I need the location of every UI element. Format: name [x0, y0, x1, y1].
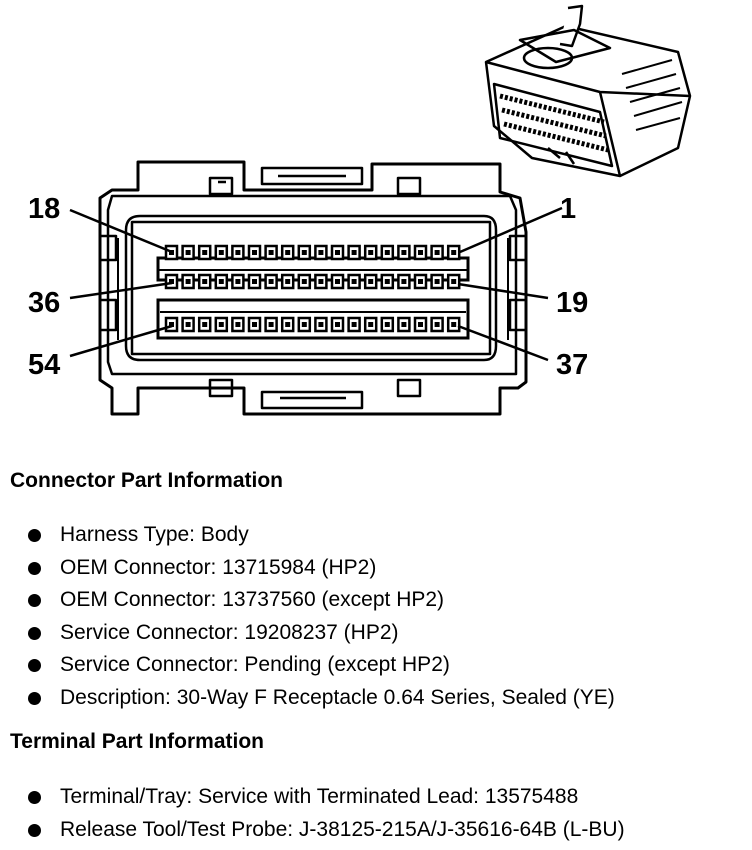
- terminal-pin: [235, 322, 241, 327]
- bullet-icon: [28, 791, 41, 804]
- connector-face-diagram: 18 1 36 19 54 37: [28, 4, 692, 416]
- list-item-text: OEM Connector: 13737560 (except HP2): [60, 588, 445, 611]
- terminal-pin: [218, 250, 224, 255]
- pin-label-19: 19: [556, 287, 588, 319]
- list-item-text: OEM Connector: 13715984 (HP2): [60, 555, 377, 579]
- terminal-pin: [185, 322, 191, 327]
- bullet-icon: [28, 594, 41, 607]
- bullet-icon: [28, 561, 41, 575]
- list-item: Description: 30-Way F Receptacle 0.64 Se…: [28, 682, 615, 715]
- terminal-pin: [418, 279, 423, 284]
- terminal-pin: [202, 250, 208, 255]
- pin-label-1: 1: [560, 193, 576, 225]
- terminal-pin: [335, 322, 340, 327]
- terminal-pin: [418, 250, 423, 255]
- terminal-pin: [335, 250, 340, 255]
- terminal-pin: [285, 322, 291, 327]
- terminal-pin: [202, 322, 208, 327]
- terminal-pin: [185, 250, 191, 255]
- cavity-row-37-54: [164, 316, 461, 333]
- list-item: Terminal/Tray: Service with Terminated L…: [28, 781, 625, 814]
- terminal-pin: [252, 279, 257, 284]
- terminal-pin: [401, 322, 407, 327]
- terminal-part-heading: Terminal Part Information: [10, 730, 264, 753]
- pin-label-37: 37: [556, 349, 588, 381]
- terminal-pin: [368, 279, 374, 284]
- pin-label-18: 18: [28, 193, 60, 225]
- terminal-pin: [301, 322, 307, 327]
- list-item-text: Service Connector: Pending (except HP2): [60, 653, 450, 676]
- terminal-pin: [384, 250, 390, 255]
- terminal-pin: [451, 250, 457, 255]
- terminal-pin: [318, 279, 324, 284]
- terminal-pin: [401, 250, 407, 255]
- pin-label-54: 54: [28, 349, 60, 381]
- terminal-pin: [335, 279, 340, 284]
- list-item-text: Harness Type: Body: [60, 523, 249, 546]
- terminal-pin: [434, 279, 440, 284]
- connector-face: [98, 160, 528, 416]
- terminal-pin: [434, 322, 440, 327]
- cavity-row-19-36: [164, 273, 461, 290]
- list-item: OEM Connector: 13737560 (except HP2): [28, 584, 615, 617]
- terminal-part-list: Terminal/Tray: Service with Terminated L…: [28, 781, 625, 846]
- list-item: OEM Connector: 13715984 (HP2): [28, 552, 615, 585]
- terminal-pin: [318, 322, 324, 327]
- terminal-pin: [351, 279, 357, 284]
- terminal-pin: [368, 322, 374, 327]
- list-item-text: Description: 30-Way F Receptacle 0.64 Se…: [60, 685, 615, 709]
- terminal-pin: [451, 279, 457, 284]
- terminal-pin: [268, 322, 274, 327]
- terminal-pin: [301, 279, 307, 284]
- terminal-pin: [185, 279, 191, 284]
- terminal-pin: [301, 250, 307, 255]
- terminal-pin: [202, 279, 208, 284]
- list-item: Release Tool/Test Probe: J-38125-215A/J-…: [28, 814, 625, 847]
- terminal-pin: [218, 322, 224, 327]
- connector-isometric-thumbnail: [484, 4, 692, 178]
- terminal-pin: [285, 279, 291, 284]
- bullet-icon: [28, 823, 41, 837]
- connector-part-list: Harness Type: Body OEM Connector: 137159…: [28, 519, 615, 714]
- terminal-pin: [318, 250, 324, 255]
- list-item: Service Connector: 19208237 (HP2): [28, 617, 615, 650]
- terminal-pin: [351, 322, 357, 327]
- connector-part-heading: Connector Part Information: [10, 469, 284, 492]
- terminal-pin: [169, 279, 174, 284]
- list-item: Service Connector: Pending (except HP2): [28, 649, 615, 682]
- bullet-icon: [28, 626, 41, 640]
- list-item: Harness Type: Body: [28, 519, 615, 552]
- terminal-pin: [268, 279, 274, 284]
- terminal-pin: [418, 322, 423, 327]
- terminal-pin: [235, 250, 241, 255]
- terminal-pin: [218, 279, 224, 284]
- list-item-text: Terminal/Tray: Service with Terminated L…: [60, 785, 579, 808]
- terminal-pin: [252, 322, 257, 327]
- terminal-pin: [401, 279, 407, 284]
- terminal-pin: [384, 322, 390, 327]
- pin-label-36: 36: [28, 287, 60, 319]
- terminal-pin: [351, 250, 357, 255]
- bullet-icon: [28, 691, 41, 705]
- terminal-pin: [252, 250, 257, 255]
- bullet-icon: [28, 529, 41, 542]
- terminal-pin: [235, 279, 241, 284]
- terminal-pin: [384, 279, 390, 284]
- terminal-pin: [451, 322, 457, 327]
- list-item-text: Service Connector: 19208237 (HP2): [60, 620, 399, 644]
- list-item-text: Release Tool/Test Probe: J-38125-215A/J-…: [60, 817, 625, 841]
- pin-leader-lines: [69, 206, 563, 362]
- bullet-icon: [28, 659, 41, 672]
- terminal-pin: [434, 250, 440, 255]
- terminal-pin: [268, 250, 274, 255]
- terminal-pin: [169, 322, 174, 327]
- terminal-pin: [368, 250, 374, 255]
- terminal-pin: [285, 250, 291, 255]
